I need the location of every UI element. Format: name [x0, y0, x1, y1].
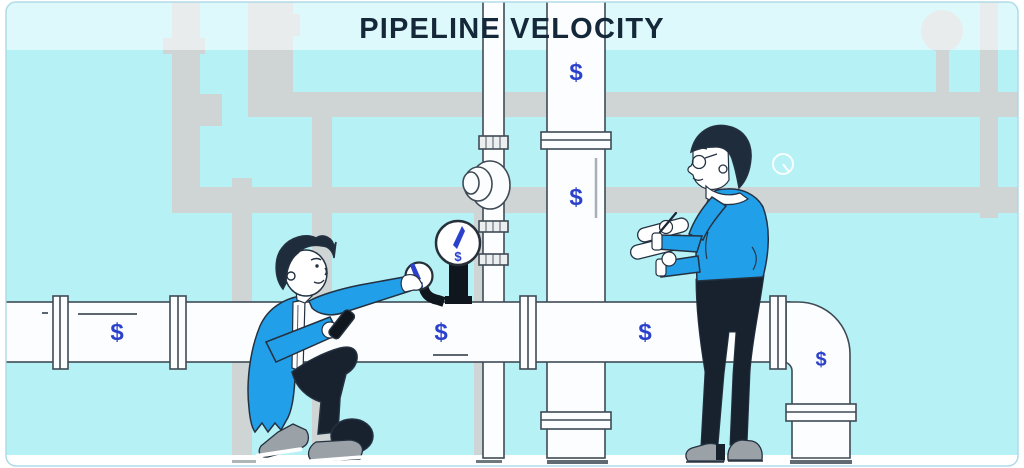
dollar-symbol: $ [569, 184, 583, 211]
horizontal-main-pipe [6, 301, 791, 363]
pipe-shadows [232, 460, 852, 464]
shadow [547, 460, 608, 464]
foreground-pipes [6, 2, 857, 459]
eyebrow [310, 257, 322, 261]
nose [324, 267, 328, 276]
shoe-sole [309, 455, 363, 463]
page-title: PIPELINE VELOCITY [359, 13, 665, 45]
hand-under-pad [661, 251, 677, 267]
pipe-elbow [782, 301, 851, 459]
eye [315, 264, 319, 268]
dollar-symbol: $ [569, 59, 583, 86]
pants [695, 274, 765, 446]
bg-pipe-horizontal-upper [248, 92, 1018, 117]
bg-valve-stem [936, 46, 949, 96]
sweater-folds [705, 231, 757, 271]
hair [689, 124, 752, 190]
ribbed-collar [478, 135, 509, 150]
pen [658, 211, 678, 234]
technician-left [247, 235, 423, 463]
forearm-upper [656, 234, 704, 253]
gauge-stand [449, 258, 468, 304]
eyebrow [695, 147, 708, 151]
shoe-heel [716, 444, 725, 460]
dollar-symbol: $ [434, 319, 448, 346]
bg-pipe-vertical-right [980, 2, 998, 218]
ribbed-collar [478, 253, 509, 266]
collar-ribs [485, 136, 501, 265]
gauge-needle-small [410, 263, 421, 281]
cuff [651, 232, 663, 251]
pants-raised-knee [291, 346, 358, 435]
top-highlight-band [6, 2, 1018, 50]
sky-background [6, 2, 1018, 466]
face-features [286, 257, 328, 284]
bg-pipe-nub [200, 94, 222, 126]
gauge-needle [453, 226, 465, 249]
ribbed-collar [478, 220, 509, 233]
smile [692, 177, 704, 181]
shadow [790, 460, 852, 464]
shoe-sole [255, 447, 303, 458]
hand-touching-gauge [400, 273, 423, 293]
dollar-symbol: $ [454, 249, 462, 264]
face-features [691, 147, 728, 181]
wrench-tool [328, 309, 356, 340]
hair [275, 235, 337, 291]
upper-arm [688, 196, 728, 241]
shadow [476, 460, 502, 463]
elbow-flange [785, 403, 857, 422]
wide-pipe-flanges [540, 131, 612, 430]
clock-sketch-icon [772, 153, 794, 175]
dollar-symbol: $ [638, 319, 652, 346]
smile [313, 279, 325, 284]
glasses-lens [691, 154, 707, 170]
valve-wheel [462, 160, 511, 210]
shadow [232, 460, 256, 463]
cuffs-and-hands [651, 219, 677, 277]
glasses-temple [704, 153, 718, 159]
dollar-symbol: $ [110, 319, 124, 346]
horizontal-pipe-flanges [52, 295, 787, 370]
shoe-rear [727, 439, 763, 461]
gauge-stand-base [445, 296, 472, 304]
floor [6, 455, 1018, 466]
shoe-soles [686, 460, 763, 463]
inspector-right [629, 124, 770, 463]
frame-border [5, 1, 1019, 467]
ear [286, 271, 296, 281]
ear [718, 164, 728, 174]
dollar-symbols: $ $ $ $ $ $ [110, 59, 826, 371]
wide-vertical-pipe [546, 2, 606, 459]
pipe-detail-lines [42, 312, 468, 356]
dollar-symbol: $ [815, 349, 826, 371]
